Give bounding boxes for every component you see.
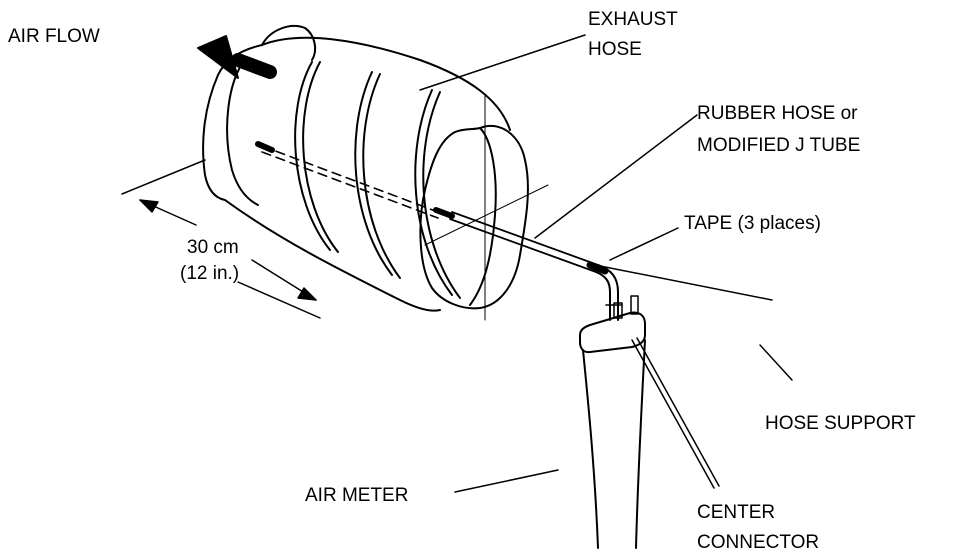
label-dimension-line2: (12 in.) — [180, 263, 240, 284]
probe-tube — [255, 141, 455, 219]
exhaust-hose — [202, 25, 549, 321]
label-dimension-line1: 30 cm — [187, 237, 239, 258]
label-center-connector-line2: CONNECTOR — [697, 532, 820, 553]
air-meter — [579, 295, 646, 549]
leader-lines — [419, 34, 793, 493]
label-tape: TAPE (3 places) — [684, 213, 821, 234]
label-center-connector-line1: CENTER — [697, 502, 776, 523]
label-air-meter: AIR METER — [305, 485, 409, 506]
label-exhaust-hose-line2: HOSE — [588, 39, 642, 60]
dimension-line — [121, 159, 321, 319]
label-exhaust-hose-line1: EXHAUST — [588, 9, 678, 30]
label-rubber-hose-line2: MODIFIED J TUBE — [697, 135, 861, 156]
rubber-hose — [449, 211, 623, 321]
label-rubber-hose-line1: RUBBER HOSE or — [697, 103, 858, 124]
label-air-flow: AIR FLOW — [8, 26, 100, 47]
label-hose-support: HOSE SUPPORT — [765, 413, 916, 434]
